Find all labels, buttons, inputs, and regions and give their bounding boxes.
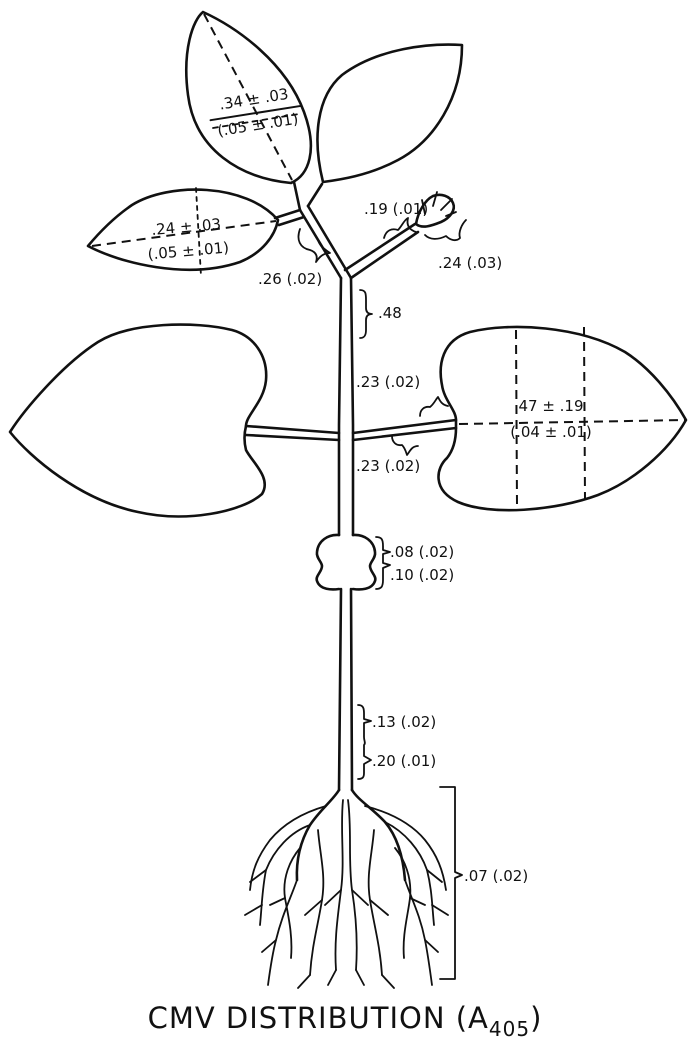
cotyledon-upper-label: .08 (.02) bbox=[390, 543, 454, 561]
figure-title-subscript: 405 bbox=[489, 1017, 530, 1041]
top-right-leaf bbox=[317, 45, 462, 182]
right-petiole-upper-label: .23 (.02) bbox=[356, 373, 420, 391]
large-left-leaf bbox=[10, 325, 266, 517]
main-stem-label: .48 bbox=[378, 304, 402, 322]
bracket-right-petiole-upper bbox=[420, 397, 448, 416]
figure-title-main: CMV DISTRIBUTION (A bbox=[148, 1001, 489, 1035]
upper-left-leaf-value: .24 ± .03 bbox=[151, 215, 222, 239]
hypocotyl-lower-label: .20 (.01) bbox=[372, 752, 436, 770]
large-right-leaf-dry-value: (.04 ± .01) bbox=[510, 423, 592, 441]
root-system bbox=[245, 790, 448, 988]
bracket-flower bbox=[425, 220, 466, 240]
bracket-roots bbox=[440, 787, 462, 979]
roots-label: .07 (.02) bbox=[464, 867, 528, 885]
bracket-right-petiole-lower bbox=[392, 436, 418, 455]
figure-title: CMV DISTRIBUTION (A405) bbox=[148, 1001, 543, 1041]
large-right-leaf-value-group: 47 ± .19 (.04 ± .01) bbox=[510, 397, 592, 441]
large-right-leaf bbox=[438, 327, 686, 510]
flower-stalk-label: .19 (.01) bbox=[364, 200, 428, 218]
cotyledons bbox=[317, 535, 376, 590]
top-leaf-value-group: .34 ± .03 (.05 ± .01) bbox=[207, 83, 305, 141]
right-petiole-lower-label: .23 (.02) bbox=[356, 457, 420, 475]
middle-petioles bbox=[246, 420, 456, 440]
main-stem bbox=[339, 278, 353, 790]
bracket-hypocotyl bbox=[358, 705, 371, 779]
figure-title-close: ) bbox=[530, 1001, 542, 1035]
large-right-leaf-value: 47 ± .19 bbox=[518, 397, 583, 415]
bracket-cotyledon bbox=[376, 537, 390, 589]
cotyledon-lower-label: .10 (.02) bbox=[390, 566, 454, 584]
brackets bbox=[298, 218, 466, 979]
flower-label: .24 (.03) bbox=[438, 254, 502, 272]
hypocotyl-upper-label: .13 (.02) bbox=[372, 713, 436, 731]
upper-left-leaf-dry-value: (.05 ± .01) bbox=[147, 238, 230, 263]
upper-stem-label: .26 (.02) bbox=[258, 270, 322, 288]
bracket-main-stem bbox=[360, 290, 372, 338]
upper-left-leaf-value-group: .24 ± .03 (.05 ± .01) bbox=[145, 215, 230, 264]
